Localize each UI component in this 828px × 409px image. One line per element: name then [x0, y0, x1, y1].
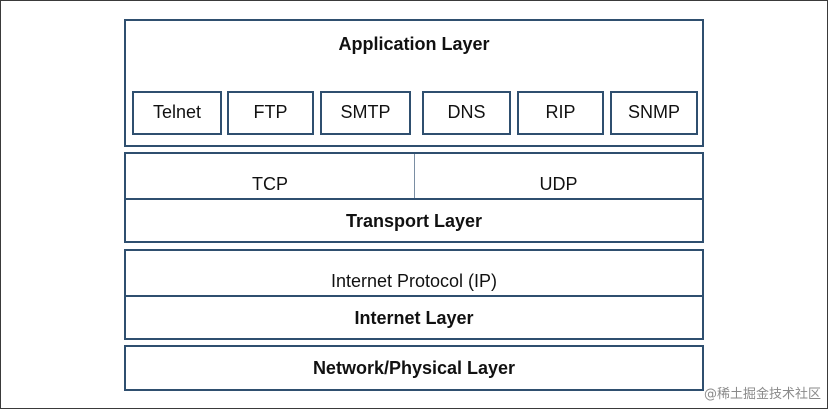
protocol-rip: RIP — [517, 91, 604, 135]
protocol-tcp: TCP — [252, 174, 288, 194]
network-layer-box: Network/Physical Layer — [124, 345, 704, 391]
network-layer-title: Network/Physical Layer — [312, 358, 516, 378]
tcp-udp-divider — [414, 154, 415, 198]
application-layer-title: Application Layer — [338, 34, 490, 54]
internet-layer-title: Internet Layer — [354, 308, 474, 328]
transport-layer-title: Transport Layer — [345, 211, 483, 231]
protocol-telnet: Telnet — [132, 91, 222, 135]
application-layer-box: Application Layer Telnet FTP SMTP DNS RI… — [124, 19, 704, 147]
protocol-smtp: SMTP — [320, 91, 411, 135]
transport-layer-box: TCP UDP Transport Layer — [124, 152, 704, 243]
protocol-dns: DNS — [422, 91, 511, 135]
watermark: @稀土掘金技术社区 — [703, 387, 821, 402]
internet-protocol-label: Internet Protocol (IP) — [330, 271, 498, 291]
protocol-udp: UDP — [539, 174, 578, 194]
internet-layer-box: Internet Protocol (IP) Internet Layer — [124, 249, 704, 340]
internet-divider — [126, 295, 702, 297]
protocol-ftp: FTP — [227, 91, 314, 135]
transport-divider — [126, 198, 702, 200]
protocol-snmp: SNMP — [610, 91, 698, 135]
